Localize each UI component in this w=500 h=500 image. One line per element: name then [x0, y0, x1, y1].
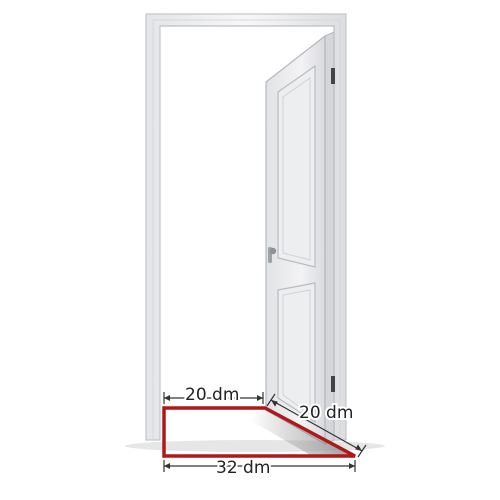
dimension-door-edge — [266, 393, 367, 458]
label-door-edge: 20 dm — [299, 403, 353, 423]
door-leaf — [265, 31, 335, 446]
hinge-icon — [331, 376, 335, 392]
hinge-icon — [331, 68, 335, 84]
dimension-bottom — [163, 460, 356, 472]
label-top-edge: 20 dm — [185, 385, 239, 405]
door-lower-panel — [277, 282, 316, 424]
door-frame — [145, 13, 347, 441]
label-bottom-edge: 32 dm — [216, 458, 270, 478]
dimension-top — [163, 392, 264, 404]
door-upper-panel — [277, 64, 316, 268]
door-handle-icon — [268, 247, 277, 263]
swing-region-outline — [162, 406, 356, 458]
